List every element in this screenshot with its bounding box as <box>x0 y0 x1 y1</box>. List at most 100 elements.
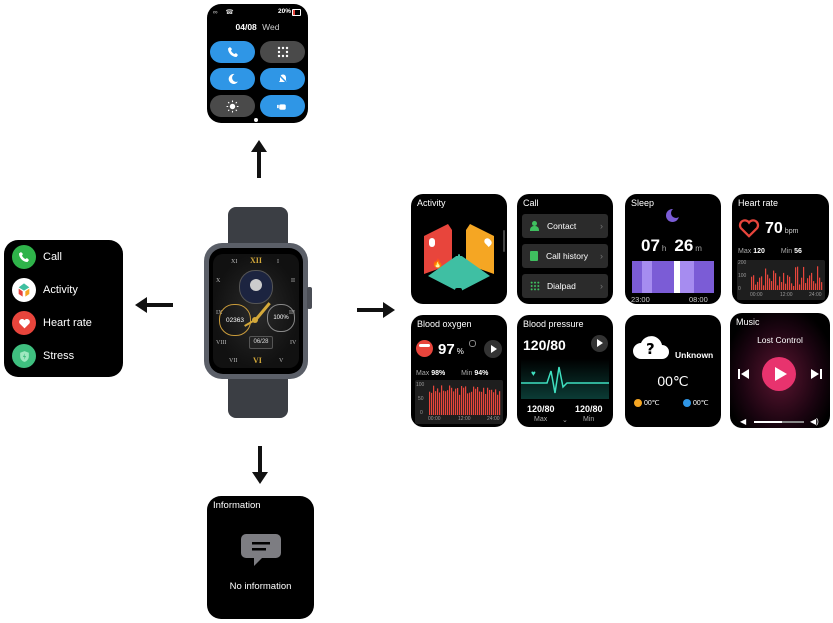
date-window: 06/28 <box>249 336 273 349</box>
play-pause-button[interactable] <box>762 357 796 391</box>
ecg-wave-graphic: ♥ <box>521 359 609 399</box>
play-measure-button[interactable] <box>484 340 502 358</box>
numeral-top: XII <box>250 256 263 265</box>
chevron-right-icon: › <box>600 221 603 231</box>
music-card[interactable]: Music Lost Control ◀ ◀) <box>730 313 830 428</box>
numeral-bottom-right: V <box>279 358 284 364</box>
chevron-right-icon: › <box>600 251 603 261</box>
max-value: 98% <box>431 370 446 377</box>
chart-bar <box>755 284 757 290</box>
moon-icon <box>228 73 238 84</box>
numeral-left-top: X <box>216 278 221 284</box>
call-card[interactable]: Call Contact › Call history › Dialpad › <box>517 194 613 304</box>
call-item-history[interactable]: Call history › <box>522 244 608 268</box>
call-history-icon <box>530 251 538 261</box>
x-tick: 12:00 <box>458 416 471 422</box>
volume-slider[interactable] <box>754 421 804 423</box>
x-tick: 24:00 <box>809 292 822 298</box>
chart-bar <box>797 266 799 290</box>
chart-bar <box>781 282 783 290</box>
chart-bar <box>821 282 823 290</box>
volume-up-icon[interactable]: ◀) <box>810 417 819 426</box>
hand-wave-icon <box>277 103 286 110</box>
card-title: Sleep <box>631 198 655 208</box>
next-track-button[interactable] <box>809 367 823 381</box>
chart-bar <box>757 281 759 290</box>
play-measure-button[interactable] <box>591 335 608 352</box>
sleep-minutes: 26 <box>674 236 694 255</box>
chart-bar <box>493 392 495 415</box>
activity-card[interactable]: Activity 🔥 <box>411 194 507 304</box>
chart-bar <box>787 275 789 290</box>
wrist-raise-toggle[interactable] <box>260 95 305 117</box>
watch-date: 06/28 <box>253 339 269 345</box>
mute-toggle[interactable] <box>260 68 305 90</box>
blood-oxygen-card[interactable]: Blood oxygen 97% Max 98% Min 94% 100 50 … <box>411 315 507 427</box>
volume-down-icon[interactable]: ◀ <box>740 417 747 426</box>
apps-toggle[interactable] <box>260 41 305 63</box>
steps-count: 02363 <box>225 316 245 324</box>
activity-rings-icon: 🔥 <box>424 224 494 292</box>
dialpad-icon <box>530 281 540 291</box>
call-item-contact[interactable]: Contact › <box>522 214 608 238</box>
hours-unit: h <box>661 244 667 253</box>
chart-bar <box>765 268 767 290</box>
info-icon[interactable] <box>469 340 476 347</box>
menu-item-label: Activity <box>43 284 78 296</box>
card-title: Blood oxygen <box>417 319 472 329</box>
menu-item-heart-rate[interactable]: Heart rate <box>12 310 92 336</box>
chart-bar <box>485 393 487 415</box>
heart-icon: ♥ <box>531 369 536 378</box>
brightness-toggle[interactable] <box>210 95 255 117</box>
smartwatch: XII VI X IX VIII II III IV XI I VII V 02… <box>202 207 315 418</box>
weather-card[interactable]: ? Unknown 00℃ 00℃ 00℃ <box>625 315 721 427</box>
call-toggle[interactable] <box>210 41 255 63</box>
activity-icon <box>12 278 36 302</box>
chart-bar <box>467 393 469 415</box>
lungs-icon <box>416 340 433 357</box>
numeral-right-top: II <box>291 278 295 284</box>
max-label: Max <box>738 248 752 255</box>
min-label: Min <box>461 370 473 377</box>
stress-icon <box>12 344 36 368</box>
chart-bar <box>461 386 463 415</box>
chart-bar <box>487 387 489 415</box>
sleep-stage-bar <box>632 261 714 293</box>
link-icon: ∞ <box>213 9 218 16</box>
watch-crown[interactable] <box>307 287 312 309</box>
steps-subdial: 02363 <box>219 304 251 336</box>
menu-item-stress[interactable]: Stress <box>12 343 74 369</box>
spo2-chart: 100 50 0 00:00 12:00 24:00 <box>415 380 503 424</box>
sleep-mode-toggle[interactable] <box>210 68 255 90</box>
previous-track-button[interactable] <box>737 367 751 381</box>
menu-item-label: Heart rate <box>43 317 92 329</box>
menu-item-activity[interactable]: Activity <box>12 277 78 303</box>
chevron-down-icon[interactable]: ⌄ <box>562 417 568 424</box>
weather-temp: 00℃ <box>657 373 689 389</box>
page-indicator <box>254 118 258 122</box>
chart-bar <box>495 389 497 415</box>
chart-bar <box>471 391 473 415</box>
x-tick: 00:00 <box>750 292 763 298</box>
menu-item-call[interactable]: Call <box>12 244 62 270</box>
blood-pressure-card[interactable]: Blood pressure 120/80 ♥ 120/80 120/80 Ma… <box>517 315 613 427</box>
chart-bar <box>815 283 817 290</box>
chart-bar <box>453 391 455 415</box>
battery-percent: 20% <box>277 8 291 15</box>
scroll-indicator <box>503 230 505 252</box>
chart-bar <box>783 272 785 290</box>
card-title: Blood pressure <box>523 319 584 329</box>
sleep-hours: 07 <box>641 236 660 255</box>
call-item-dialpad[interactable]: Dialpad › <box>522 274 608 298</box>
moon-phase-subdial <box>239 270 273 304</box>
battery-subdial: 100% <box>267 304 295 332</box>
phone-status-icon: ☎ <box>225 9 234 16</box>
chart-bar <box>771 281 773 290</box>
battery-icon <box>292 9 301 16</box>
message-bubble-icon <box>241 534 281 566</box>
contact-icon <box>530 221 539 231</box>
menu-item-label: Call <box>43 251 62 263</box>
chart-bar <box>763 285 765 290</box>
